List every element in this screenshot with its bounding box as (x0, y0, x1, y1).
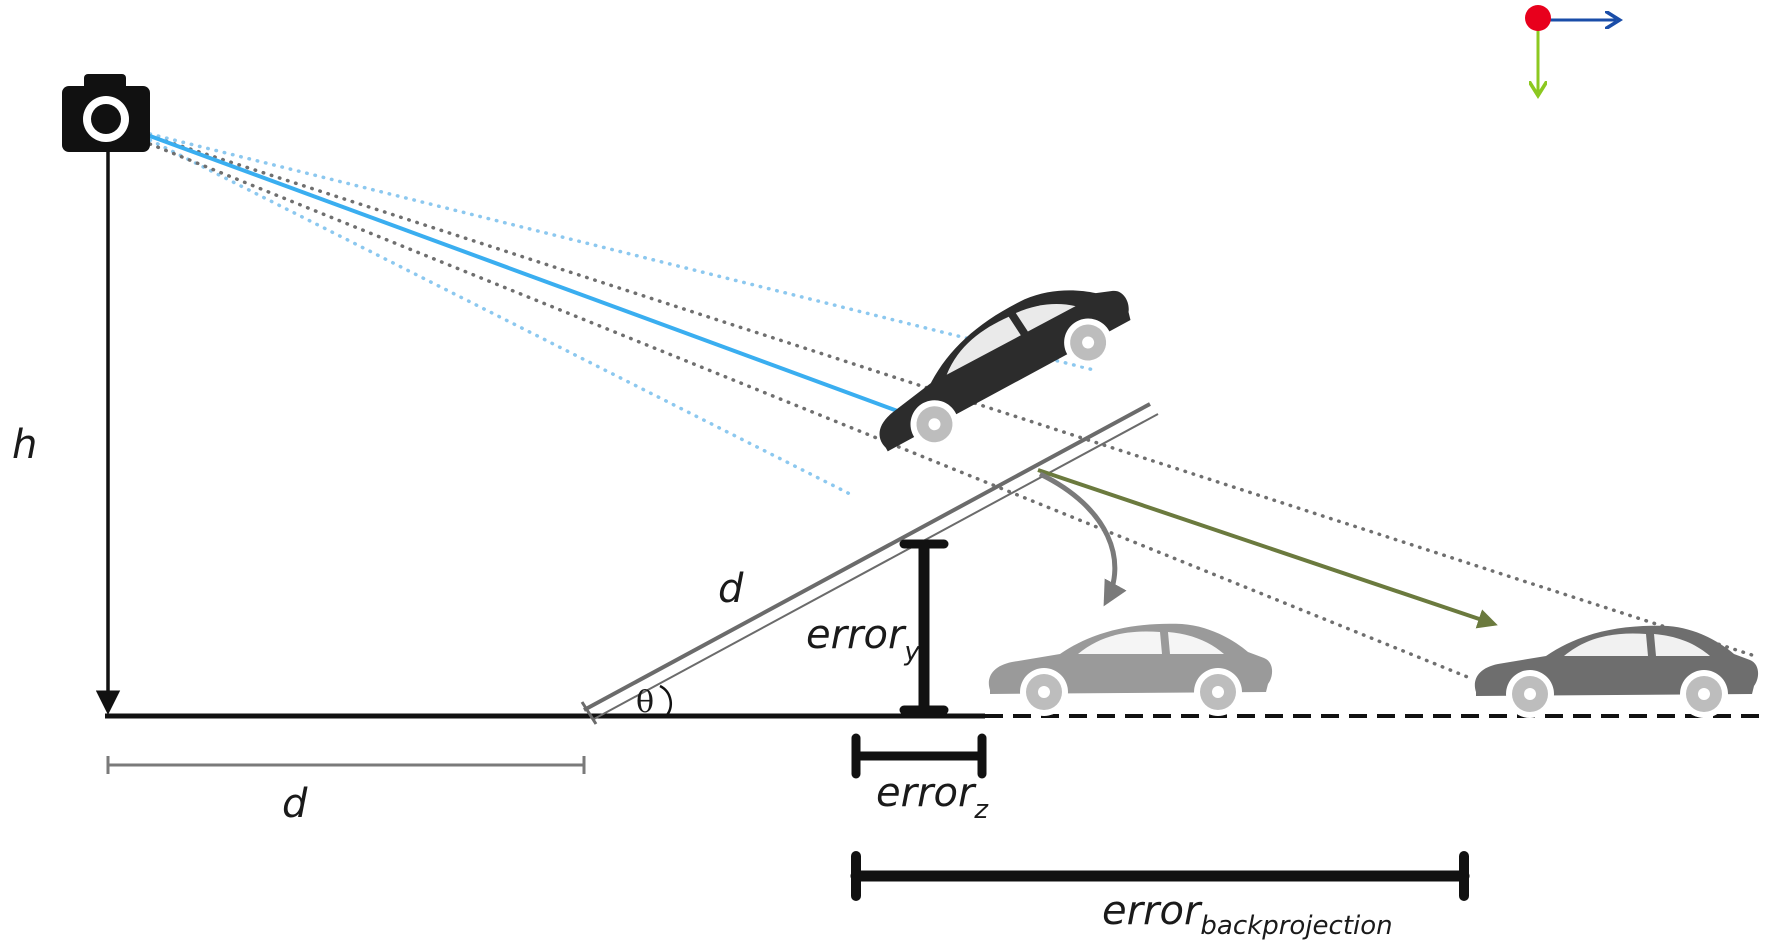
angle-arc (659, 684, 673, 717)
error-z-bar (851, 733, 987, 779)
error-backprojection-bar (850, 851, 1470, 901)
ground-distance-measure (106, 756, 586, 774)
axis-origin-dot (1525, 5, 1551, 31)
car-projected-icon (988, 623, 1273, 716)
height-label: h (12, 422, 37, 468)
error-z-label: errorz (876, 770, 989, 825)
angle-label: θ (636, 685, 654, 720)
backprojection-arrow (1037, 468, 1498, 629)
coordinate-axes-icon (1525, 5, 1616, 92)
slope-distance-label: d (718, 566, 744, 612)
camera-ray (149, 134, 926, 424)
error-backprojection-label: errorbackprojection (1102, 888, 1393, 941)
projection-curve-arrow (1038, 471, 1127, 607)
ground-distance-label: d (282, 781, 308, 827)
car-backprojected-icon (1474, 625, 1759, 718)
inclined-plane (580, 402, 1159, 725)
car-on-slope-icon (853, 256, 1148, 472)
camera-icon (62, 74, 150, 152)
error-y-bar (899, 539, 949, 715)
error-y-label: errory (806, 612, 920, 667)
